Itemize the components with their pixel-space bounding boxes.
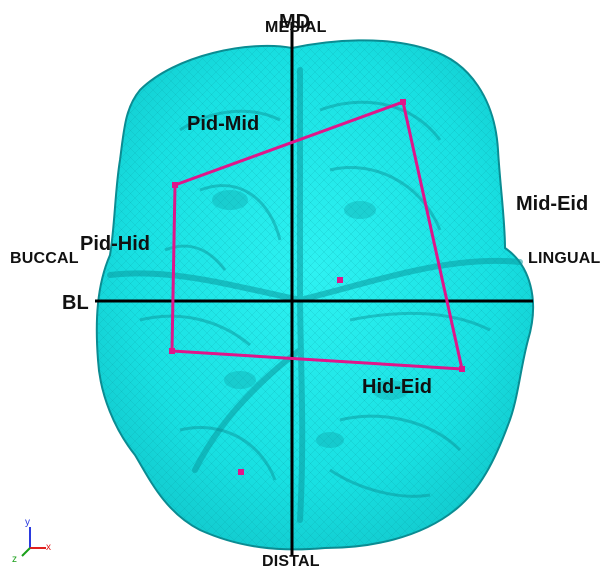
extra-point-marker-center[interactable] [337,277,343,283]
bl-axis-label: BL [62,292,89,314]
md-axis-label: MD [279,11,311,33]
pid-mid-label: Pid-Mid [187,113,260,135]
tooth-model [95,39,535,551]
hid-point-marker[interactable] [169,348,175,354]
reference-axes [95,22,533,555]
distal-label: DISTAL [262,553,320,570]
landmark-polygon [169,99,465,475]
pid-point-marker[interactable] [172,182,178,188]
triad-y-label: y [25,517,30,528]
triad-x-label: x [46,542,51,553]
pid-hid-label: Pid-Hid [80,233,150,255]
hid-eid-label: Hid-Eid [362,376,432,398]
orientation-triad: y x z [12,517,51,565]
triad-z-label: z [12,554,17,565]
buccal-groove [107,270,303,303]
mid-eid-label: Mid-Eid [516,193,589,215]
distal-groove [192,347,303,473]
eid-point-marker[interactable] [459,366,465,372]
mid-point-marker[interactable] [400,99,406,105]
extra-point-marker-distal[interactable] [238,469,244,475]
buccal-label: BUCCAL [10,250,79,267]
mesial-label: MESIAL [265,19,327,36]
lingual-label: LINGUAL [528,250,601,267]
lingual-groove [297,257,523,303]
